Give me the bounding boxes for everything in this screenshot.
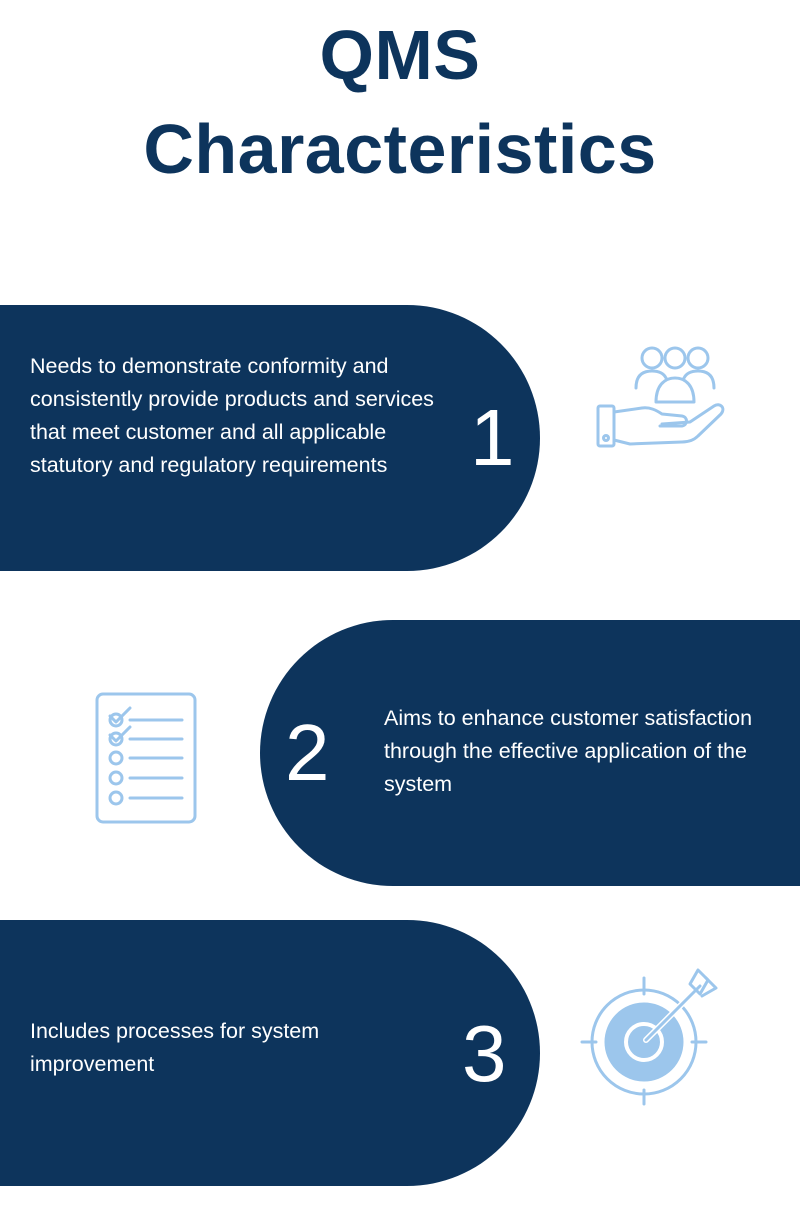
title-line-1: QMS (319, 16, 481, 94)
characteristic-card-1: Needs to demonstrate conformity and cons… (0, 305, 540, 571)
target-arrow-icon (580, 968, 718, 1106)
characteristic-card-2: 2 Aims to enhance customer satisfaction … (260, 620, 800, 886)
characteristic-text-2: Aims to enhance customer satisfaction th… (384, 706, 753, 796)
hand-holding-people-icon (596, 346, 725, 448)
page-title: QMS Characteristics (0, 8, 800, 196)
characteristic-number-3: 3 (462, 1009, 507, 1098)
characteristic-text-1: Needs to demonstrate conformity and cons… (30, 354, 434, 477)
checklist-icon (95, 692, 197, 824)
characteristic-number-1: 1 (470, 393, 515, 482)
characteristic-number-2: 2 (285, 708, 330, 797)
title-line-2: Characteristics (143, 110, 657, 188)
characteristic-card-3: Includes processes for system improvemen… (0, 920, 540, 1186)
characteristic-text-3: Includes processes for system improvemen… (30, 1019, 320, 1076)
